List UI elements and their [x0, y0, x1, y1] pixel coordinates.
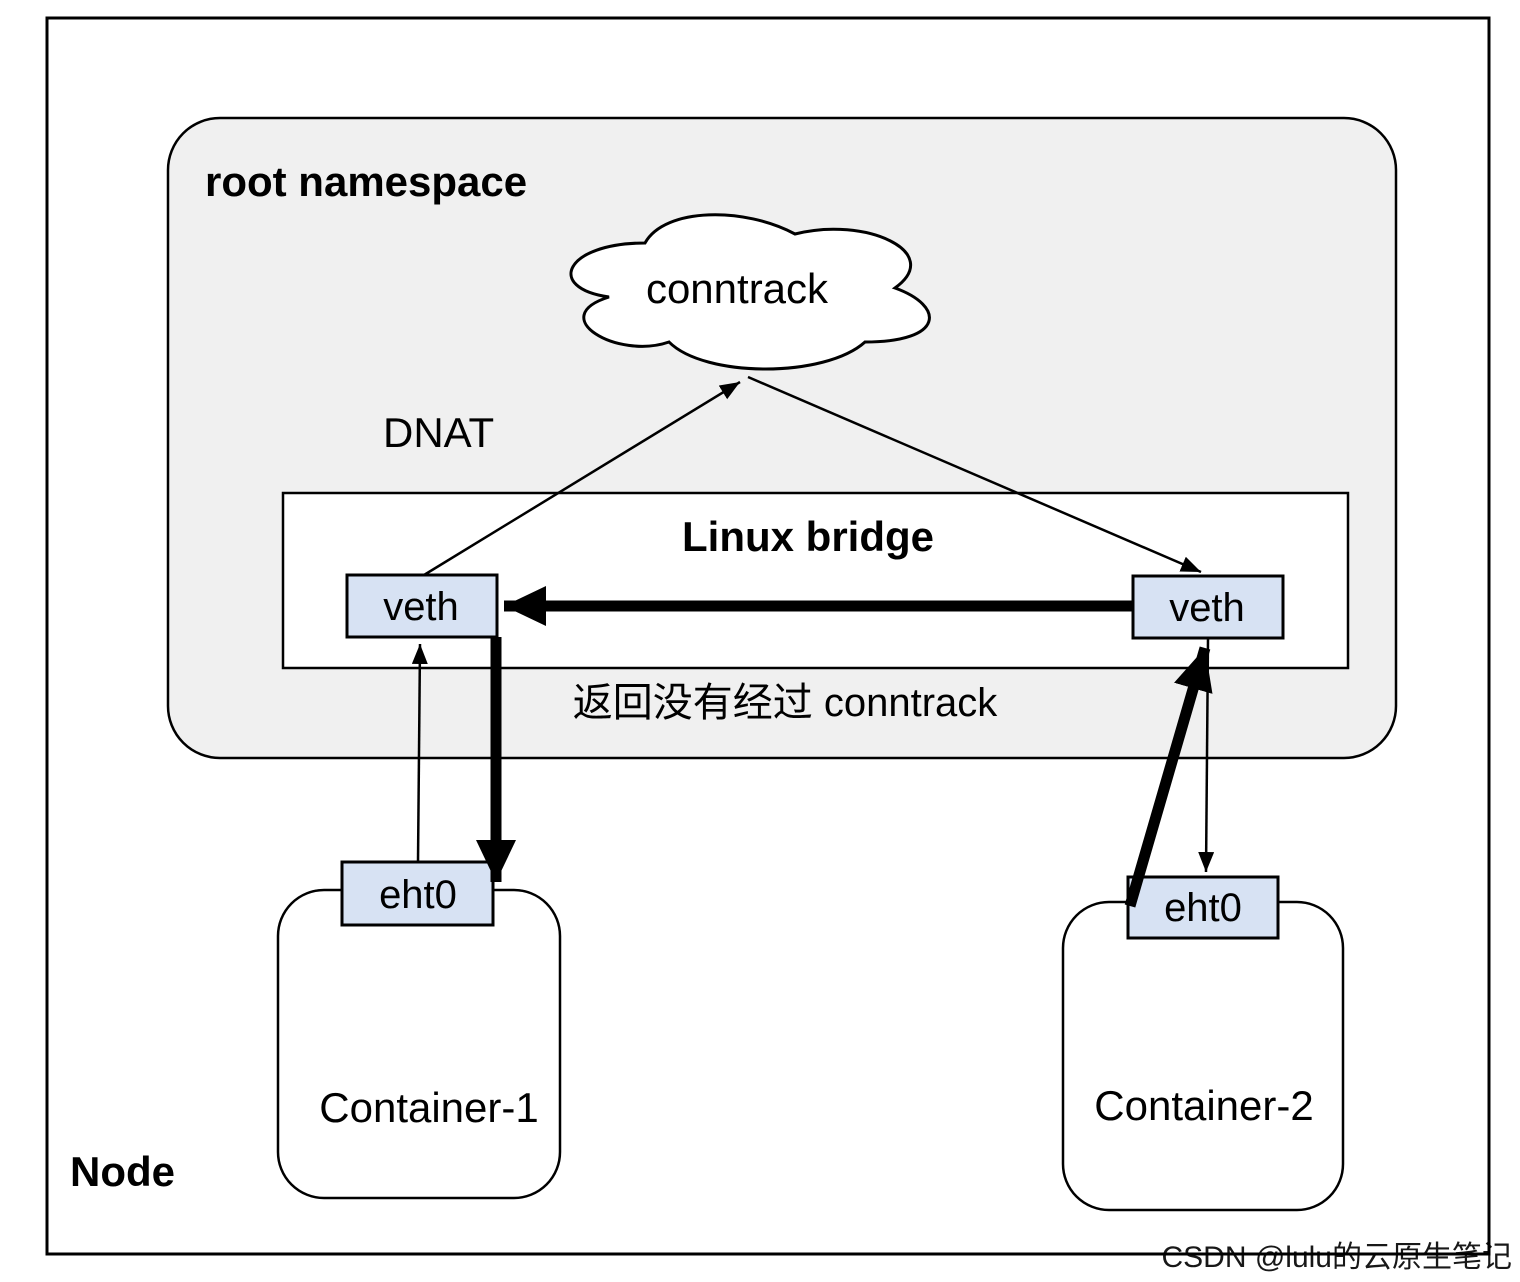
node-label: Node: [70, 1148, 175, 1195]
arrow-eth0-to-veth-left: [411, 643, 428, 863]
watermark: CSDN @lulu的云原生笔记: [1162, 1241, 1513, 1274]
veth-right-label: veth: [1169, 586, 1245, 630]
cloud-shape-icon: [569, 213, 931, 371]
container2-box: [1061, 900, 1345, 1212]
linux-bridge-label: Linux bridge: [682, 513, 934, 560]
conntrack-label: conntrack: [646, 265, 829, 312]
container2-label: Container-2: [1094, 1082, 1313, 1129]
container1-box: [276, 888, 562, 1200]
conntrack-cloud: [569, 213, 931, 371]
container2-eth0-label: eht0: [1164, 886, 1242, 930]
arrow-conntrack-to-veth-right: [747, 375, 1202, 574]
container1-label: Container-1: [319, 1084, 538, 1131]
arrow-return-eth0-to-veth-right: [1124, 646, 1213, 908]
return-note-label: 返回没有经过 conntrack: [573, 681, 999, 725]
dnat-label: DNAT: [383, 409, 494, 456]
container1-eth0-label: eht0: [379, 873, 457, 917]
container2-eth0-box: [1126, 875, 1280, 940]
root-namespace-label: root namespace: [205, 158, 527, 205]
container1-eth0-box: [340, 860, 495, 927]
arrow-veth-left-to-conntrack: [423, 380, 741, 577]
veth-left-label: veth: [383, 585, 459, 629]
veth-left-box: [345, 573, 499, 639]
